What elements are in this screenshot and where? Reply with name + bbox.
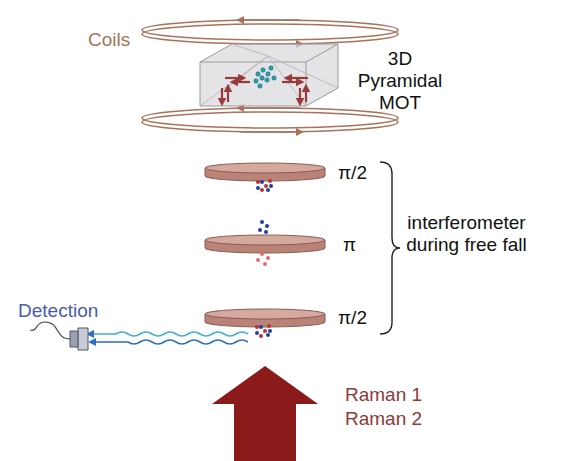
coils-label: Coils	[88, 29, 158, 51]
raman-pulse-discs	[205, 163, 325, 327]
coil-bottom	[142, 108, 398, 132]
pyramidal-mot	[200, 44, 338, 106]
bracket	[380, 162, 400, 334]
fluorescence-waves	[90, 332, 248, 344]
beam-label: Raman 1	[345, 384, 445, 406]
mot-label: 3D Pyramidal MOT	[350, 48, 450, 114]
coil-top	[142, 20, 398, 44]
atom-clouds	[255, 179, 273, 338]
raman-beam-arrow	[212, 366, 318, 461]
beam-label: Raman 2	[345, 408, 445, 430]
detection-label: Detection	[18, 300, 118, 322]
bracket-label: interferometer during free fall	[404, 212, 529, 256]
pulse-label: π/2	[338, 307, 378, 329]
detector	[30, 322, 88, 350]
pulse-label: π	[343, 234, 373, 256]
pulse-label: π/2	[338, 162, 378, 184]
